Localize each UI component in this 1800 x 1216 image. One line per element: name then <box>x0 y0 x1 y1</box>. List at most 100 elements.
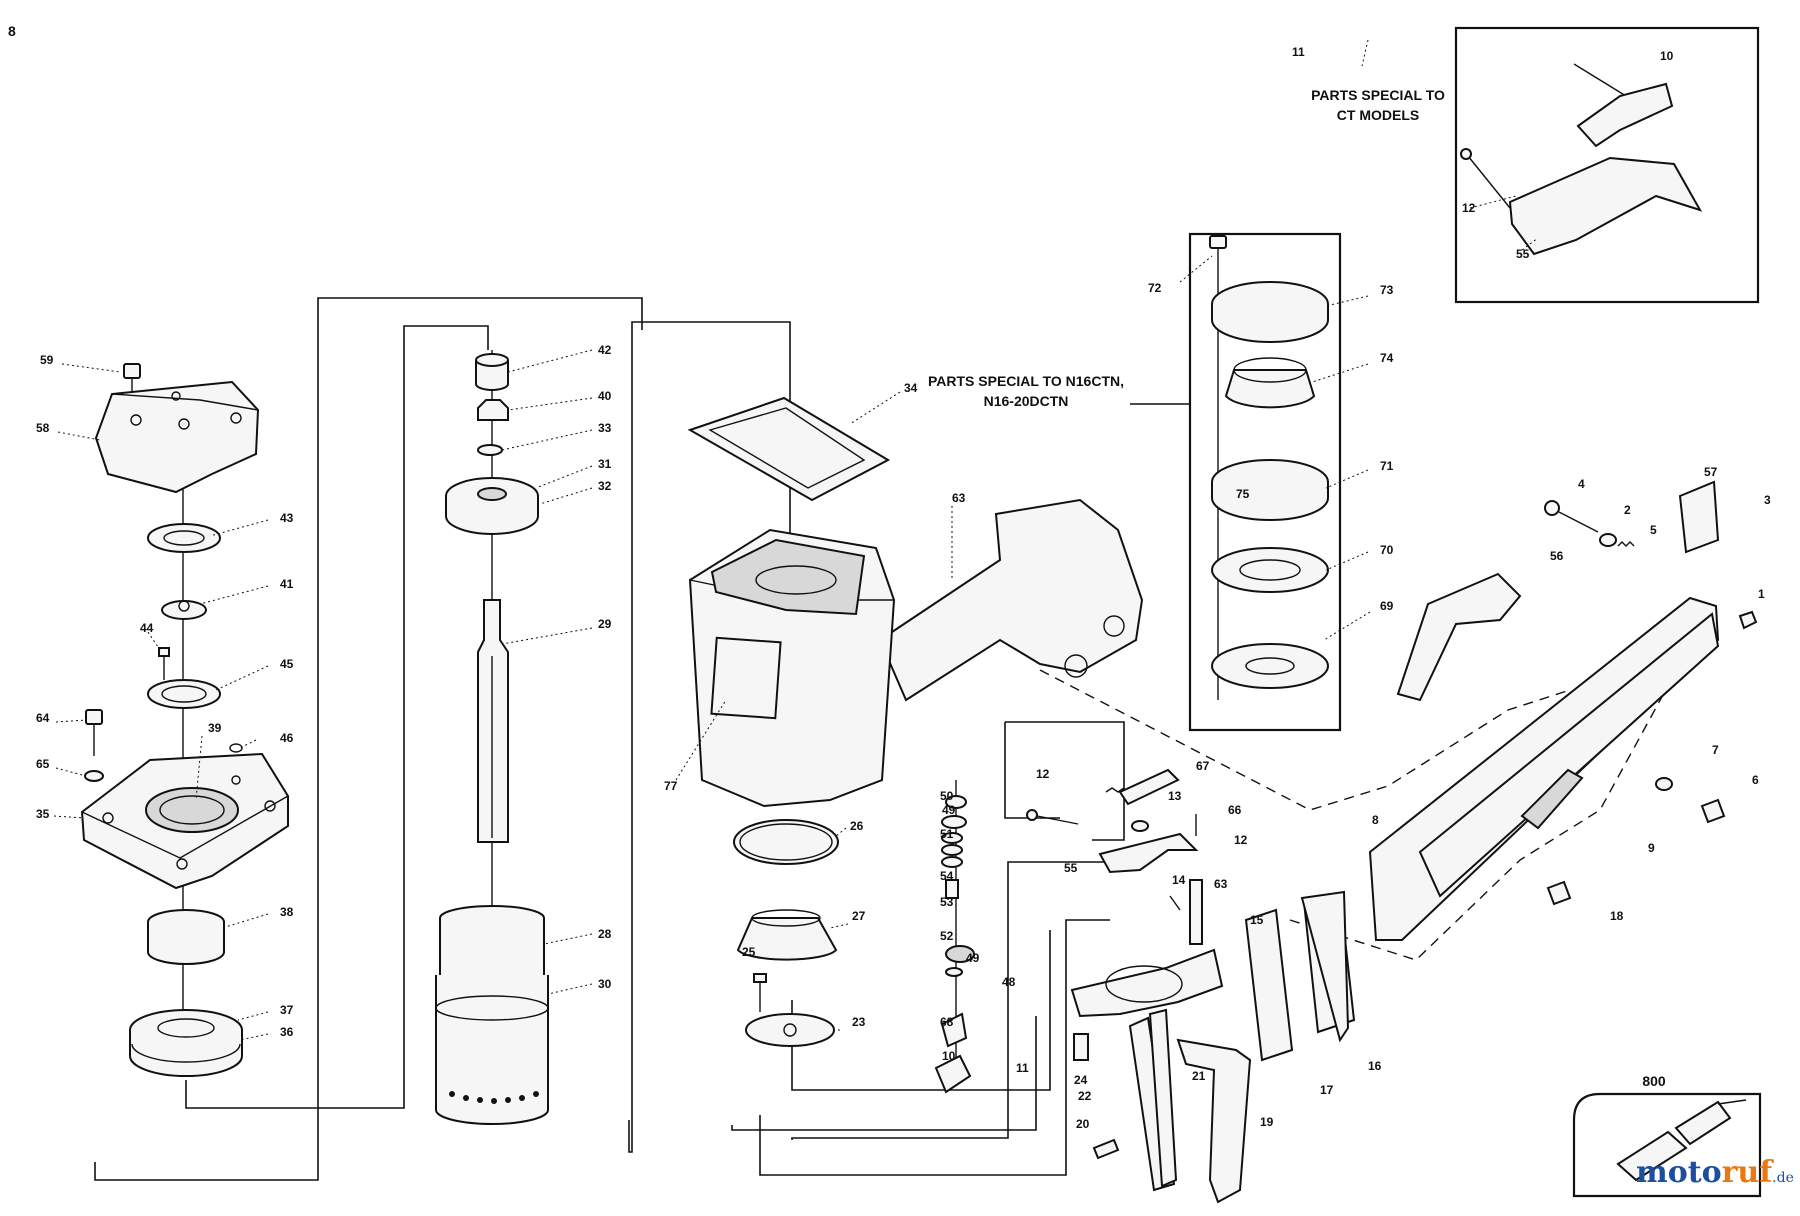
svg-text:motoruf.de: motoruf.de <box>1636 1155 1794 1190</box>
part-number-label: 41 <box>280 577 294 591</box>
part-number-label: 17 <box>1320 1083 1334 1097</box>
part-number-label: 51 <box>940 827 954 841</box>
page-number: 8 <box>8 23 16 39</box>
part-number-label: 1 <box>1758 587 1765 601</box>
part-number-label: 11 <box>1016 1061 1029 1075</box>
part-number-label: 18 <box>1610 909 1624 923</box>
part-number-label: 63 <box>1214 877 1228 891</box>
magazine-assembly <box>1039 480 1758 1062</box>
part-number-label: 53 <box>940 895 954 909</box>
kit-label: 800 <box>1642 1073 1666 1089</box>
ct-models-note-line2: CT MODELS <box>1337 107 1419 123</box>
part-number-label: 68 <box>940 1015 954 1029</box>
part-number-label: 42 <box>598 343 612 357</box>
trigger-valve-assembly <box>934 780 975 1094</box>
part-number-label: 15 <box>1250 913 1264 927</box>
part-number-label: 75 <box>1236 487 1250 501</box>
watermark-brand-b: ruf <box>1722 1155 1775 1190</box>
part-number-label: 32 <box>598 479 612 493</box>
part-number-label: 30 <box>598 977 612 991</box>
part-number-label: 39 <box>208 721 222 735</box>
part-number-label: 70 <box>1380 543 1394 557</box>
leader-lines <box>53 39 1539 1041</box>
part-number-label: 20 <box>1076 1117 1090 1131</box>
kit-800-illustration <box>1616 1099 1747 1182</box>
part-number-label: 35 <box>36 807 50 821</box>
part-number-label: 69 <box>1380 599 1394 613</box>
part-number-label: 44 <box>140 621 154 635</box>
part-number-label: 10 <box>1660 49 1674 63</box>
ct-models-note-line1: PARTS SPECIAL TO <box>1311 87 1445 103</box>
part-number-label: 14 <box>1172 873 1186 887</box>
part-number-label: 21 <box>1192 1069 1206 1083</box>
part-number-label: 77 <box>664 779 678 793</box>
watermark-tld: .de <box>1772 1170 1794 1186</box>
part-number-label: 25 <box>742 945 756 959</box>
part-number-label: 67 <box>1196 759 1210 773</box>
part-number-label: 65 <box>36 757 50 771</box>
part-number-label: 38 <box>280 905 294 919</box>
part-number-label: 31 <box>598 457 612 471</box>
kit-800-box <box>1572 1092 1762 1198</box>
trigger-assembly <box>1026 768 1252 1204</box>
part-number-label: 9 <box>1648 841 1655 855</box>
part-number-label: 10 <box>942 1049 956 1063</box>
part-number-label: 45 <box>280 657 294 671</box>
part-number-label: 11 <box>1292 45 1305 59</box>
connection-lines <box>94 297 1125 1181</box>
part-number-label: 22 <box>1078 1089 1092 1103</box>
part-number-label: 50 <box>940 789 954 803</box>
part-callouts: 1234567891010111112121314151617181920212… <box>36 45 1771 1131</box>
part-number-label: 16 <box>1368 1059 1382 1073</box>
part-number-label: 52 <box>940 929 954 943</box>
part-number-label: 73 <box>1380 283 1394 297</box>
cap-assembly <box>80 363 289 1077</box>
n16-special-parts <box>1209 235 1329 700</box>
part-number-label: 2 <box>1624 503 1631 517</box>
part-number-label: 54 <box>940 869 954 883</box>
ct-special-parts <box>1460 63 1703 256</box>
cylinder-vent-holes <box>449 1091 539 1104</box>
part-number-label: 74 <box>1380 351 1394 365</box>
part-number-label: 7 <box>1712 743 1719 757</box>
part-number-label: 46 <box>280 731 294 745</box>
housing-assembly <box>687 396 1144 1047</box>
part-number-label: 37 <box>280 1003 294 1017</box>
part-number-label: 12 <box>1234 833 1248 847</box>
part-number-label: 64 <box>36 711 50 725</box>
part-number-label: 4 <box>1578 477 1585 491</box>
part-number-label: 72 <box>1148 281 1162 295</box>
part-number-label: 33 <box>598 421 612 435</box>
part-number-label: 26 <box>850 819 864 833</box>
watermark-brand-a: moto <box>1636 1155 1722 1190</box>
part-number-label: 34 <box>904 381 918 395</box>
part-number-label: 55 <box>1516 247 1530 261</box>
part-number-label: 5 <box>1650 523 1657 537</box>
site-watermark: motoruf.de <box>1636 1155 1794 1190</box>
part-number-label: 23 <box>852 1015 866 1029</box>
part-number-label: 49 <box>966 951 980 965</box>
part-number-label: 19 <box>1260 1115 1274 1129</box>
part-number-label: 43 <box>280 511 294 525</box>
part-number-label: 13 <box>1168 789 1182 803</box>
driver-assembly <box>435 350 549 1125</box>
part-number-label: 59 <box>40 353 54 367</box>
part-number-label: 71 <box>1380 459 1394 473</box>
part-number-label: 66 <box>1228 803 1242 817</box>
ct-models-box <box>1454 26 1760 304</box>
part-number-label: 6 <box>1752 773 1759 787</box>
part-number-label: 36 <box>280 1025 294 1039</box>
part-number-label: 27 <box>852 909 866 923</box>
part-number-label: 57 <box>1704 465 1718 479</box>
n16-note-line1: PARTS SPECIAL TO N16CTN, <box>928 373 1124 389</box>
part-number-label: 63 <box>952 491 966 505</box>
part-number-label: 55 <box>1064 861 1078 875</box>
part-number-label: 56 <box>1550 549 1564 563</box>
part-number-label: 24 <box>1074 1073 1088 1087</box>
n16-note-line2: N16-20DCTN <box>984 393 1069 409</box>
part-number-label: 48 <box>1002 975 1016 989</box>
part-number-label: 58 <box>36 421 50 435</box>
part-number-label: 49 <box>942 803 956 817</box>
part-number-label: 12 <box>1462 201 1476 215</box>
